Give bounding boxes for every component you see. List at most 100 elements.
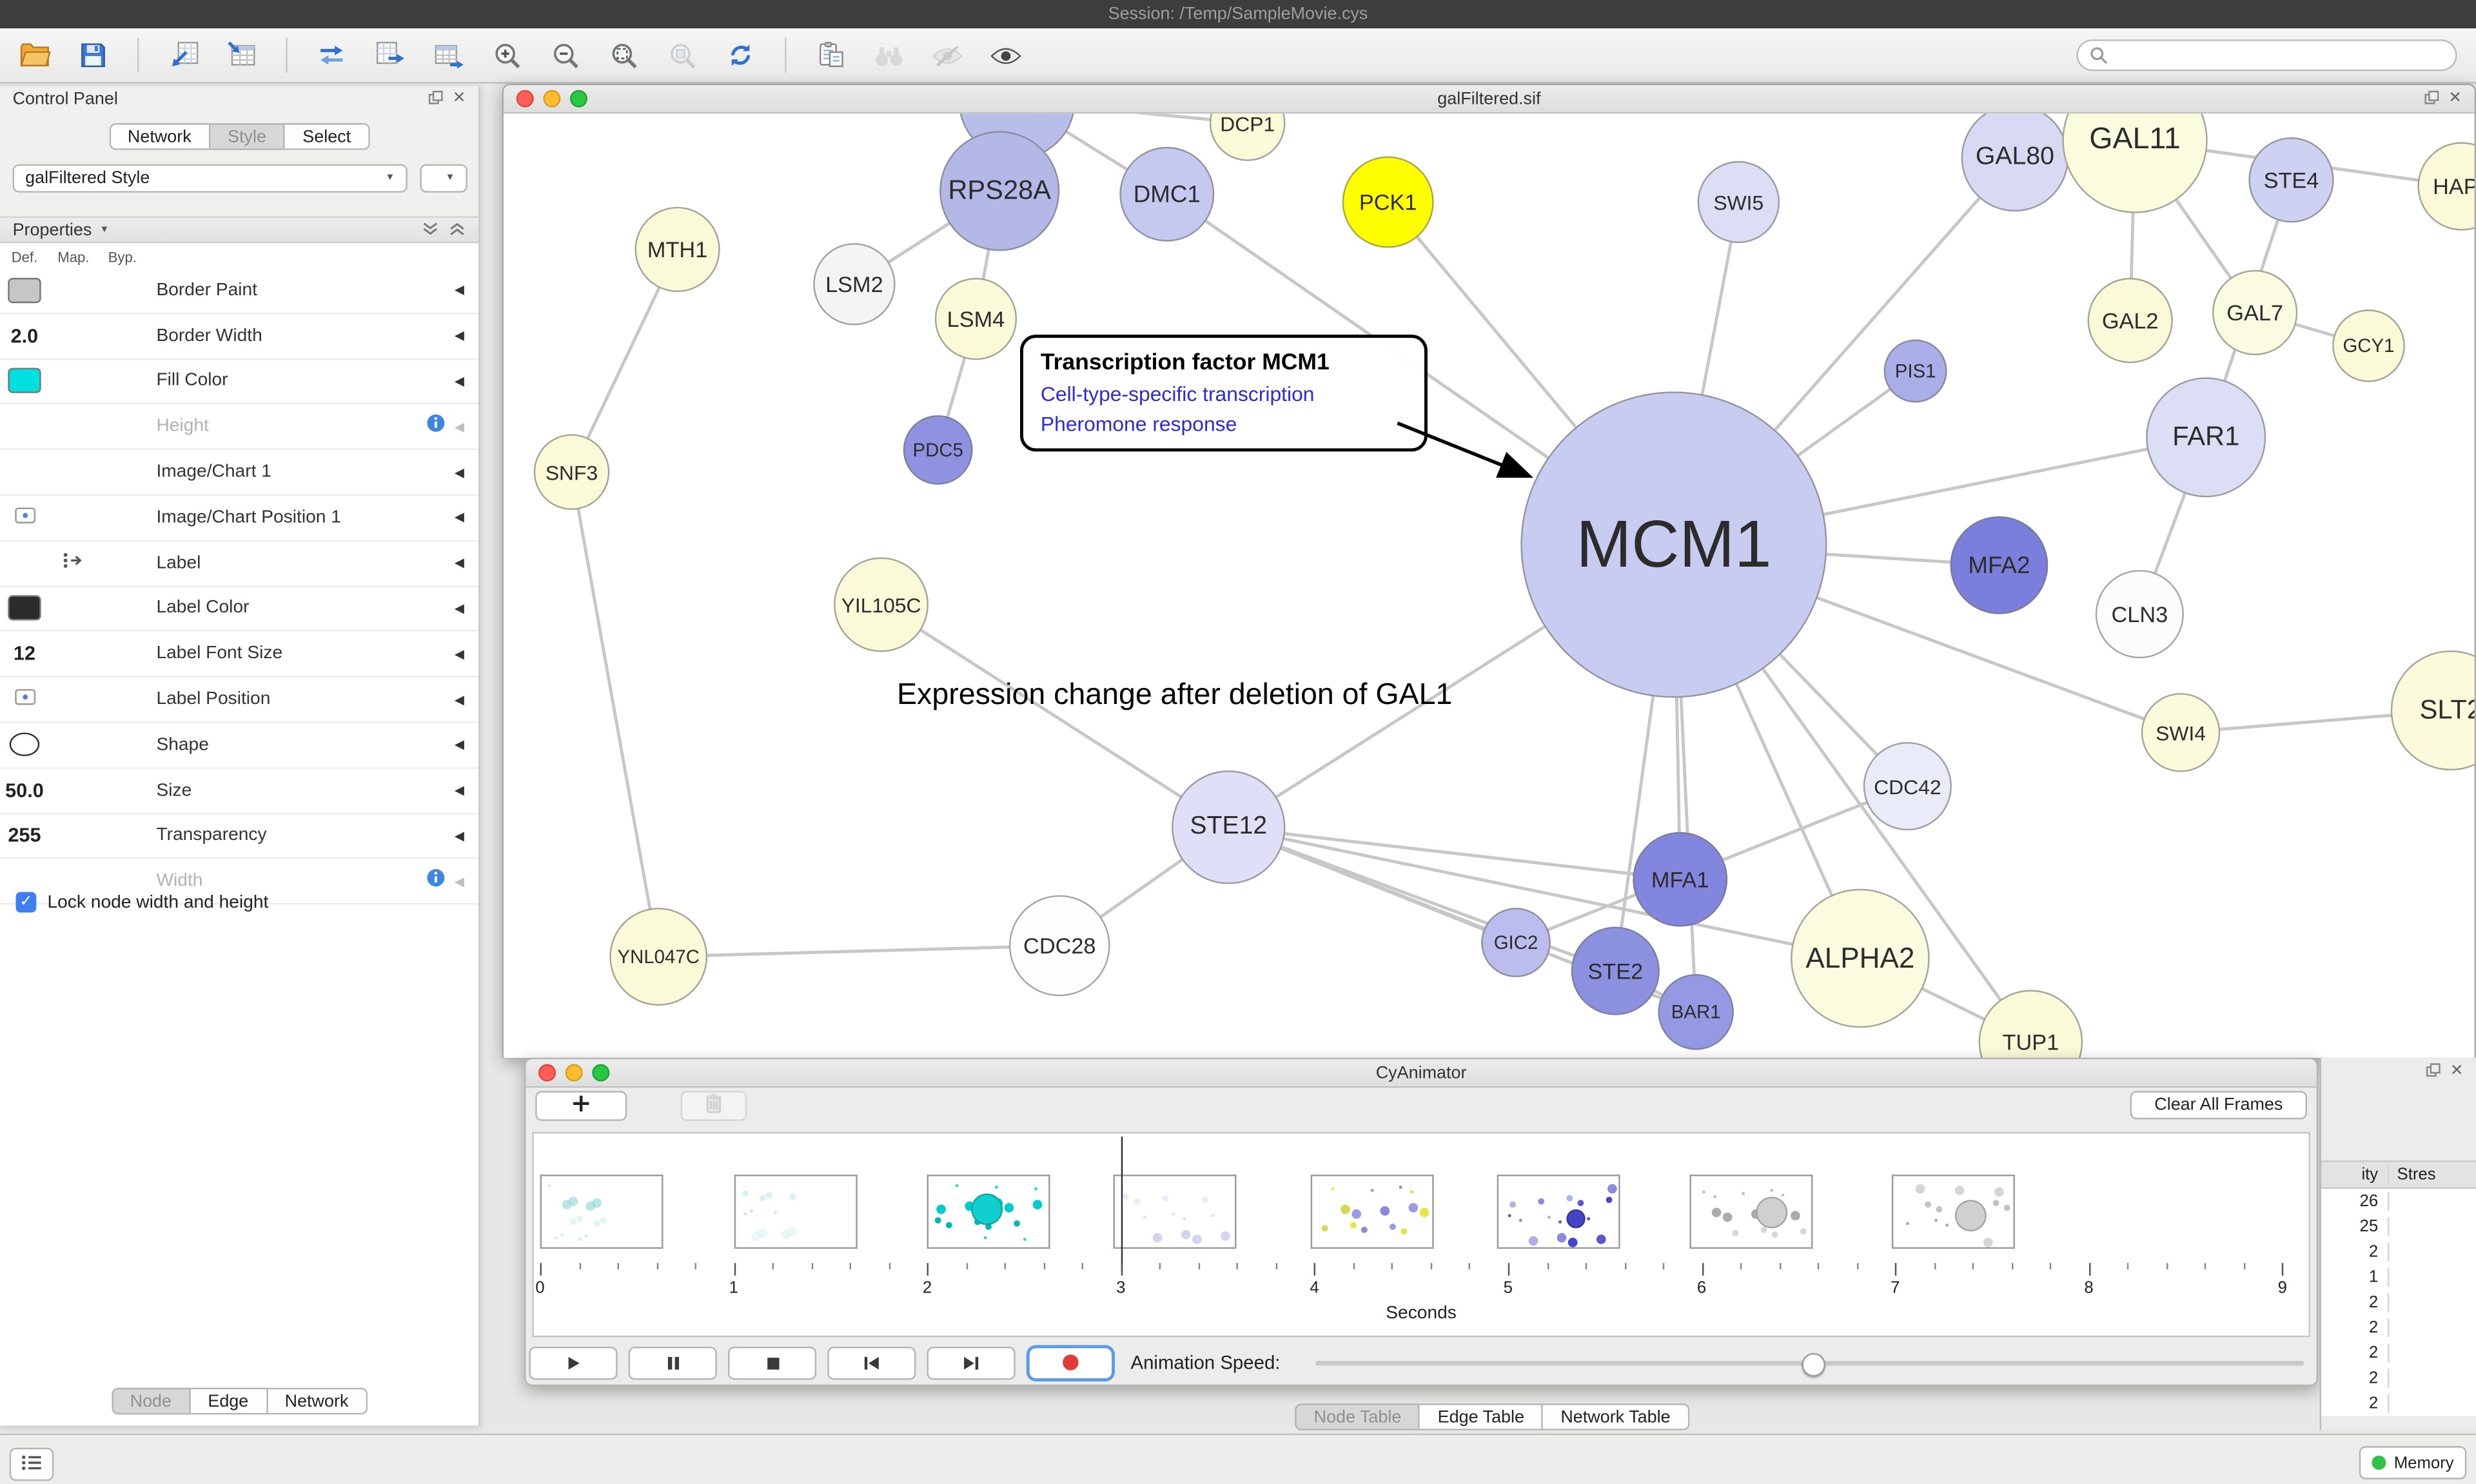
network-node-FAR1[interactable]: FAR1	[2146, 377, 2266, 498]
cyanimator-titlebar[interactable]: CyAnimator	[526, 1059, 2317, 1088]
network-node-LSM4[interactable]: LSM4	[934, 278, 1017, 360]
expand-row-icon[interactable]: ◀	[454, 328, 465, 343]
skip-to-start-button[interactable]	[827, 1345, 916, 1380]
style-selector[interactable]: galFiltered Style ▼	[12, 164, 408, 193]
network-node-ALPHA2[interactable]: ALPHA2	[1791, 888, 1930, 1028]
pause-button[interactable]	[628, 1345, 717, 1380]
table-row[interactable]: 1	[2321, 1264, 2476, 1290]
open-session-button[interactable]	[15, 36, 54, 74]
info-icon[interactable]	[426, 867, 445, 895]
default-cell[interactable]	[0, 685, 49, 714]
expand-all-icon[interactable]	[422, 215, 439, 244]
expand-row-icon[interactable]: ◀	[454, 783, 465, 798]
expand-row-icon[interactable]: ◀	[454, 510, 465, 525]
table-row[interactable]: 2	[2321, 1365, 2476, 1391]
hide-selected-button[interactable]	[928, 36, 967, 74]
property-row[interactable]: Shape◀	[0, 723, 479, 769]
frame-thumbnail-7[interactable]	[1891, 1175, 2015, 1249]
network-edge[interactable]	[570, 471, 660, 957]
style-tab-node[interactable]: Node	[111, 1387, 191, 1415]
network-node-SLT2[interactable]: SLT2	[2390, 650, 2475, 771]
expand-row-icon[interactable]: ◀	[454, 647, 465, 661]
network-node-CLN3[interactable]: CLN3	[2095, 570, 2184, 659]
table-row[interactable]: 25	[2321, 1214, 2476, 1240]
close-panel-icon[interactable]: ✕	[452, 90, 466, 108]
frame-thumbnail-0[interactable]	[540, 1175, 663, 1249]
float-panel-icon[interactable]	[2425, 1057, 2441, 1086]
frame-thumbnail-4[interactable]	[1310, 1175, 1434, 1249]
import-network-button[interactable]	[164, 36, 202, 74]
frame-thumbnail-3[interactable]	[1113, 1175, 1237, 1249]
property-row[interactable]: Label Color◀	[0, 587, 479, 632]
annotation-link[interactable]: Pheromone response	[1040, 412, 1237, 436]
network-edge[interactable]	[880, 603, 1230, 829]
property-row[interactable]: Image/Chart Position 1◀	[0, 496, 479, 542]
network-node-DCP1[interactable]: DCP1	[1209, 113, 1286, 161]
network-node-LSM2[interactable]: LSM2	[813, 243, 896, 326]
zoom-traffic-light[interactable]	[570, 90, 588, 108]
expand-row-icon[interactable]: ◀	[454, 465, 465, 480]
property-row[interactable]: Fill Color◀	[0, 359, 479, 405]
default-cell[interactable]	[0, 733, 49, 757]
expand-row-icon[interactable]: ◀	[454, 556, 465, 571]
show-all-button[interactable]	[987, 36, 1025, 74]
zoom-in-button[interactable]	[488, 36, 526, 74]
expand-row-icon[interactable]: ◀	[454, 374, 465, 389]
default-cell[interactable]	[0, 368, 49, 394]
network-edge[interactable]	[1228, 825, 1680, 881]
frame-thumbnail-1[interactable]	[734, 1175, 858, 1249]
network-edge[interactable]	[1228, 825, 1861, 960]
minimize-traffic-light[interactable]	[543, 90, 561, 108]
close-traffic-light[interactable]	[538, 1064, 556, 1082]
network-node-CDC28[interactable]: CDC28	[1008, 895, 1110, 997]
frame-thumbnail-6[interactable]	[1689, 1175, 1813, 1249]
annotation-link[interactable]: Cell-type-specific transcription	[1040, 382, 1315, 406]
table-row[interactable]: 2	[2321, 1239, 2476, 1265]
property-row[interactable]: Height◀	[0, 405, 479, 451]
property-row[interactable]: Image/Chart 1◀	[0, 450, 479, 496]
close-panel-icon[interactable]: ✕	[2450, 1061, 2464, 1079]
network-node-SWI5[interactable]: SWI5	[1697, 161, 1780, 244]
network-node-STE2[interactable]: STE2	[1571, 926, 1660, 1015]
network-edge[interactable]	[658, 944, 1060, 959]
network-node-MFA2[interactable]: MFA2	[1950, 516, 2049, 614]
property-row[interactable]: Label Position◀	[0, 678, 479, 723]
expand-row-icon[interactable]: ◀	[454, 874, 465, 889]
slider-thumb[interactable]	[1801, 1352, 1825, 1376]
float-panel-icon[interactable]	[427, 85, 443, 113]
show-panels-button[interactable]	[9, 1447, 54, 1481]
default-cell[interactable]: 50.0	[0, 779, 49, 801]
paste-button[interactable]	[812, 36, 850, 74]
tab-style[interactable]: Style	[210, 123, 286, 150]
default-cell[interactable]: 12	[0, 643, 49, 665]
network-node-SWI4[interactable]: SWI4	[2141, 693, 2221, 772]
skip-to-end-button[interactable]	[927, 1345, 1016, 1380]
network-node-STE12[interactable]: STE12	[1172, 770, 1286, 884]
default-cell[interactable]	[0, 503, 49, 532]
export-network-button[interactable]	[371, 36, 409, 74]
zoom-traffic-light[interactable]	[592, 1064, 610, 1082]
table-row[interactable]: 2	[2321, 1289, 2476, 1316]
tab-network[interactable]: Network	[108, 123, 211, 150]
properties-header[interactable]: Properties ▼	[0, 215, 479, 244]
panel-tab-edge-table[interactable]: Edge Table	[1420, 1403, 1544, 1430]
network-node-RPS28A[interactable]: RPS28A	[939, 131, 1060, 251]
info-icon[interactable]	[426, 413, 445, 441]
expand-row-icon[interactable]: ◀	[454, 283, 465, 298]
lock-node-size-row[interactable]: ✓ Lock node width and height	[15, 892, 268, 913]
column-header[interactable]: ity	[2321, 1165, 2390, 1184]
network-node-STE4[interactable]: STE4	[2248, 137, 2334, 223]
default-cell[interactable]	[0, 596, 49, 621]
frame-thumbnail-2[interactable]	[927, 1175, 1050, 1249]
network-node-GAL7[interactable]: GAL7	[2212, 269, 2298, 356]
table-row[interactable]: 2	[2321, 1340, 2476, 1366]
network-canvas[interactable]: RPS28BRPS28ADMC1DCP1PCK1SWI5GAL80GAL11ST…	[504, 113, 2475, 1058]
playhead[interactable]	[1121, 1137, 1123, 1273]
tab-select[interactable]: Select	[285, 123, 370, 150]
search-input[interactable]	[2114, 43, 2456, 68]
